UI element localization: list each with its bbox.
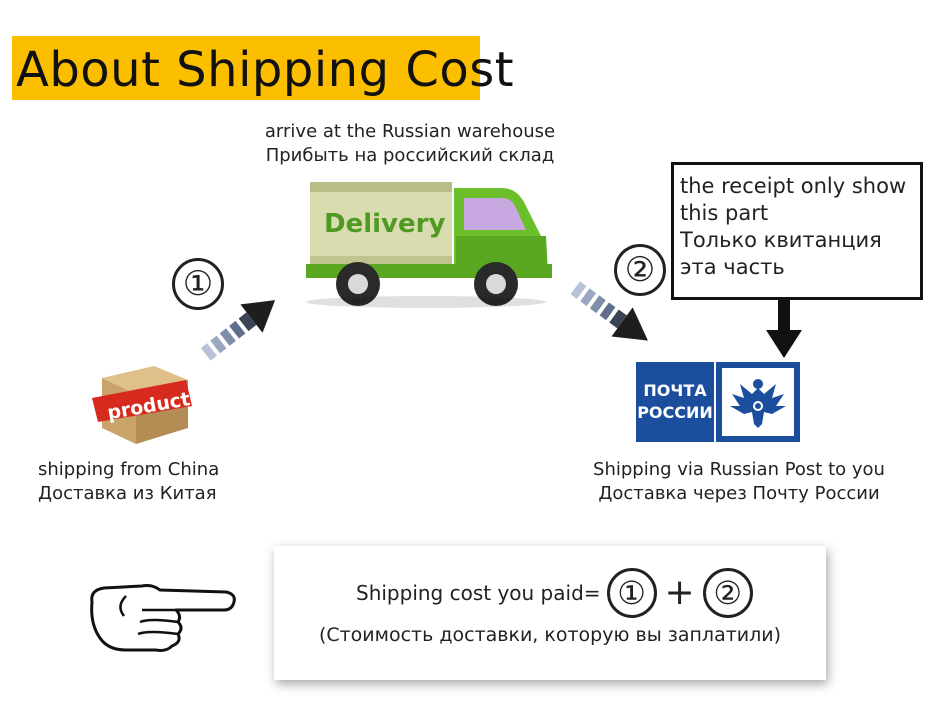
origin-caption: shipping from China Доставка из Китая bbox=[38, 458, 268, 506]
russian-post-eagle-icon bbox=[730, 379, 786, 428]
formula-line: Shipping cost you paid= ① + ② bbox=[356, 568, 753, 618]
formula-term-two: ② bbox=[702, 568, 753, 618]
pointing-hand-icon bbox=[90, 584, 236, 652]
russian-post-logo: ПОЧТА РОССИИ bbox=[636, 362, 800, 442]
origin-caption-en: shipping from China bbox=[38, 459, 220, 480]
russian-post-caption-en: Shipping via Russian Post to you bbox=[593, 459, 885, 480]
formula-term-one: ① bbox=[606, 568, 657, 618]
russian-post-caption: Shipping via Russian Post to you Доставк… bbox=[560, 458, 918, 506]
product-box-icon: product bbox=[92, 366, 192, 444]
receipt-note-line-4: эта часть bbox=[680, 255, 785, 279]
warehouse-caption: arrive at the Russian warehouse Прибыть … bbox=[250, 120, 570, 168]
russian-post-logo-line-1: ПОЧТА bbox=[643, 381, 707, 400]
title-banner bbox=[12, 36, 480, 100]
arrow-up-right-icon bbox=[200, 300, 276, 361]
warehouse-caption-en: arrive at the Russian warehouse bbox=[264, 121, 556, 142]
page-title: About Shipping Cost bbox=[16, 42, 515, 98]
receipt-note-line-1: the receipt only show bbox=[680, 174, 907, 198]
formula-text: Shipping cost you paid= bbox=[356, 581, 601, 605]
russian-post-caption-ru: Доставка через Почту России bbox=[598, 483, 880, 504]
arrow-down-right-icon bbox=[570, 281, 648, 341]
formula-plus: + bbox=[664, 572, 695, 613]
russian-post-logo-line-2: РОССИИ bbox=[637, 403, 713, 422]
truck-label: Delivery bbox=[324, 209, 445, 239]
step-two-marker: ② bbox=[614, 244, 666, 296]
formula-subtitle: (Стоимость доставки, которую вы заплатил… bbox=[318, 624, 782, 646]
russian-post-emblem bbox=[716, 362, 800, 442]
formula-card: Shipping cost you paid= ① + ② (Стоимость… bbox=[274, 546, 826, 680]
russian-post-wordmark: ПОЧТА РОССИИ bbox=[636, 362, 714, 442]
receipt-note: the receipt only show this part Только к… bbox=[671, 162, 923, 300]
delivery-truck-icon: Delivery bbox=[306, 182, 552, 308]
receipt-note-line-2: this part bbox=[680, 201, 769, 225]
warehouse-caption-ru: Прибыть на российский склад bbox=[265, 145, 555, 166]
receipt-note-line-3: Только квитанция bbox=[680, 228, 882, 252]
step-one-marker: ① bbox=[172, 258, 224, 310]
arrow-down-icon bbox=[766, 300, 802, 358]
origin-caption-ru: Доставка из Китая bbox=[38, 483, 217, 504]
